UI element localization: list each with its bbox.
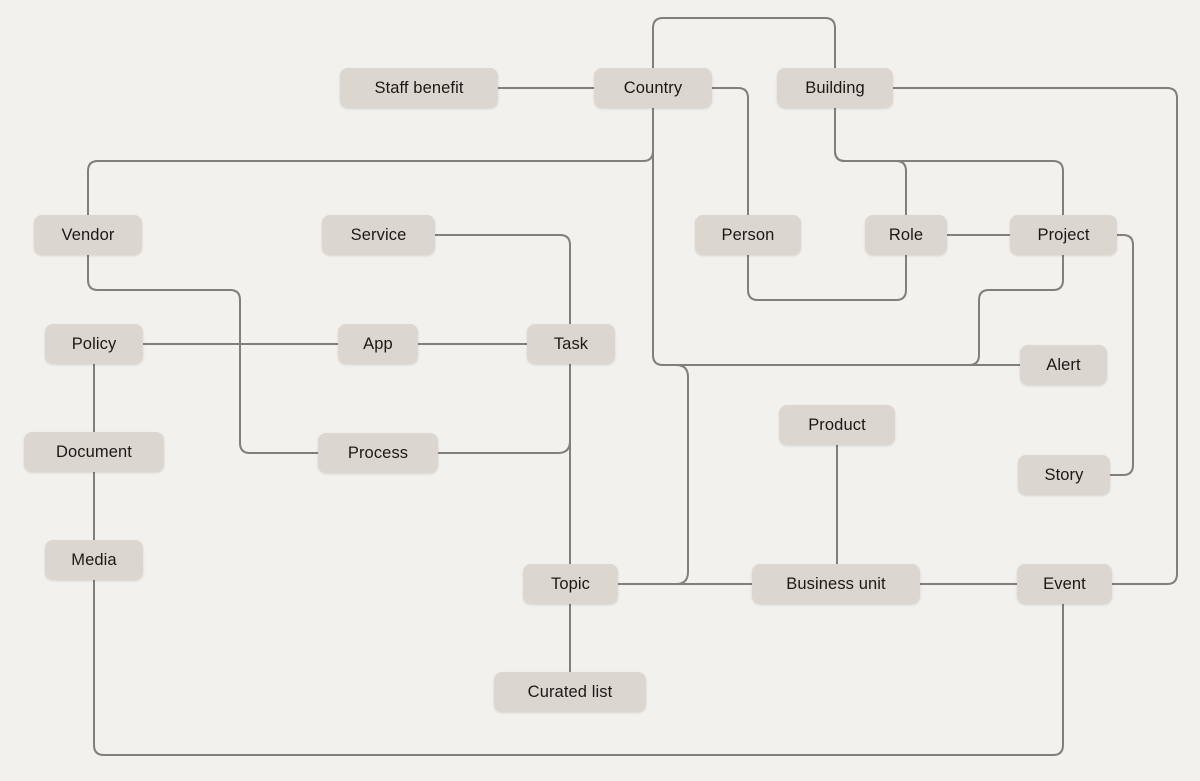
node-event[interactable]: Event [1017,564,1112,604]
node-media[interactable]: Media [45,540,143,580]
edge-service--task [435,234,571,324]
edge-process--task [438,430,571,454]
edge-project--story [1110,234,1134,476]
node-curated-list[interactable]: Curated list [494,672,646,712]
node-role[interactable]: Role [865,215,947,255]
edge-media--event [93,580,1064,756]
edge-person--role [747,255,907,301]
node-building[interactable]: Building [777,68,893,108]
node-project[interactable]: Project [1010,215,1117,255]
node-app[interactable]: App [338,324,418,364]
edge-building--role [834,108,907,215]
node-vendor[interactable]: Vendor [34,215,142,255]
edge-country--person [712,87,749,215]
edge-alert-junction--topic [618,364,689,585]
node-policy[interactable]: Policy [45,324,143,364]
node-task[interactable]: Task [527,324,615,364]
node-alert[interactable]: Alert [1020,345,1107,385]
edge-building--event [893,87,1178,585]
node-document[interactable]: Document [24,432,164,472]
node-country[interactable]: Country [594,68,712,108]
node-process[interactable]: Process [318,433,438,473]
node-product[interactable]: Product [779,405,895,445]
node-service[interactable]: Service [322,215,435,255]
edge-building--project [834,108,1064,215]
edge-vendor--country [87,108,654,215]
node-staff-benefit[interactable]: Staff benefit [340,68,498,108]
edge-country--building [652,17,836,68]
node-person[interactable]: Person [695,215,801,255]
node-topic[interactable]: Topic [523,564,618,604]
node-business-unit[interactable]: Business unit [752,564,920,604]
node-story[interactable]: Story [1018,455,1110,495]
